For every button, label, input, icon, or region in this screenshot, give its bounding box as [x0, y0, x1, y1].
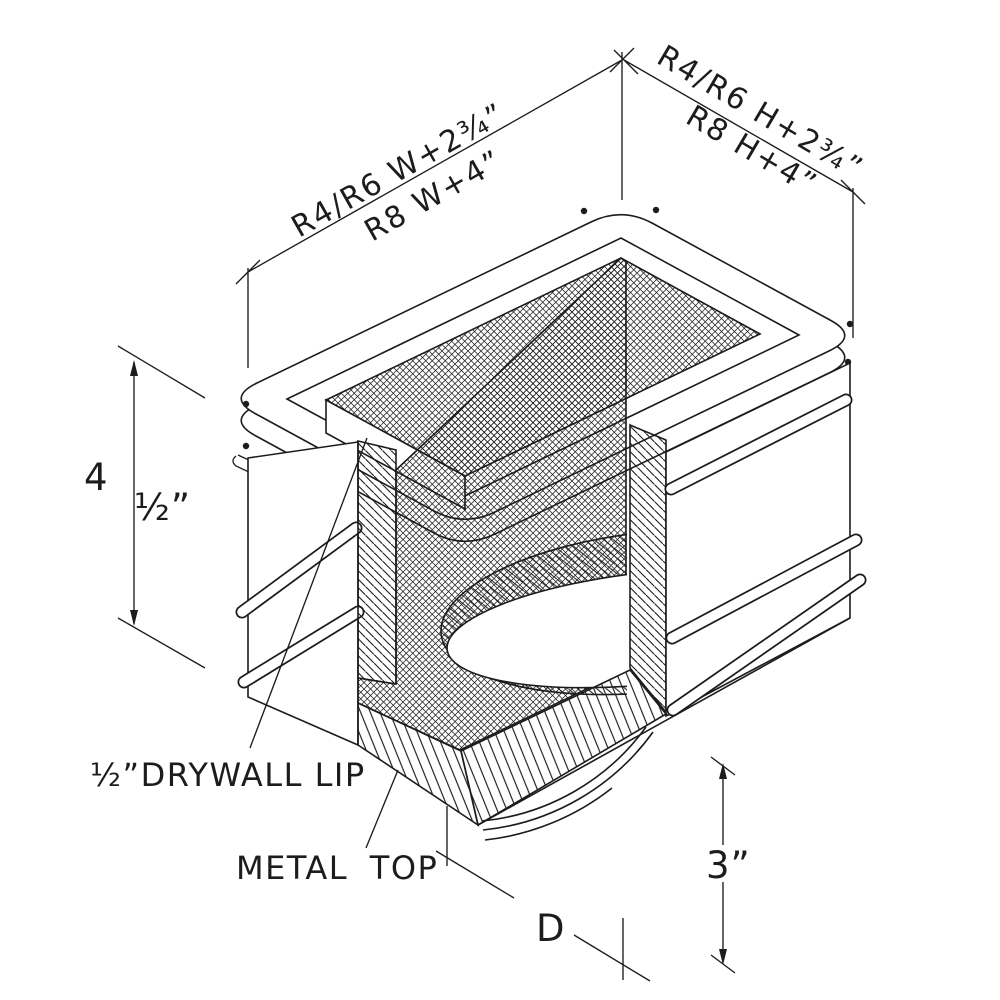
drywall-lip-leader: [249, 437, 368, 749]
flange-holes: [242, 206, 854, 450]
depth-dim-whole: 4: [84, 456, 109, 499]
depth-dim: [117, 345, 206, 669]
metal-top-leader: [365, 769, 399, 849]
box-body: [232, 206, 867, 841]
metal-top-label: METAL TOP: [236, 849, 438, 887]
box-bottom-edge: [477, 617, 851, 826]
collar-height-label: 3”: [706, 844, 751, 887]
collar-diameter-label: D: [536, 907, 566, 950]
height-dim: [613, 49, 866, 338]
width-dim: [235, 47, 635, 368]
left-face-rails: [235, 521, 365, 689]
collar-height-dim: [710, 756, 736, 974]
dimension-lines: [117, 47, 866, 982]
collar-diameter-dim: [435, 806, 651, 982]
drywall-lip-label: ½”DRYWALL LIP: [90, 756, 366, 794]
collar-arcs: [481, 726, 654, 841]
collar-hole: [446, 567, 627, 689]
depth-dim-fraction: ½”: [134, 486, 191, 529]
right-wall-section: [629, 423, 667, 715]
metal-top-band-right: [460, 669, 668, 827]
left-wall-section: [357, 439, 397, 685]
right-wall-rails: [664, 393, 867, 717]
